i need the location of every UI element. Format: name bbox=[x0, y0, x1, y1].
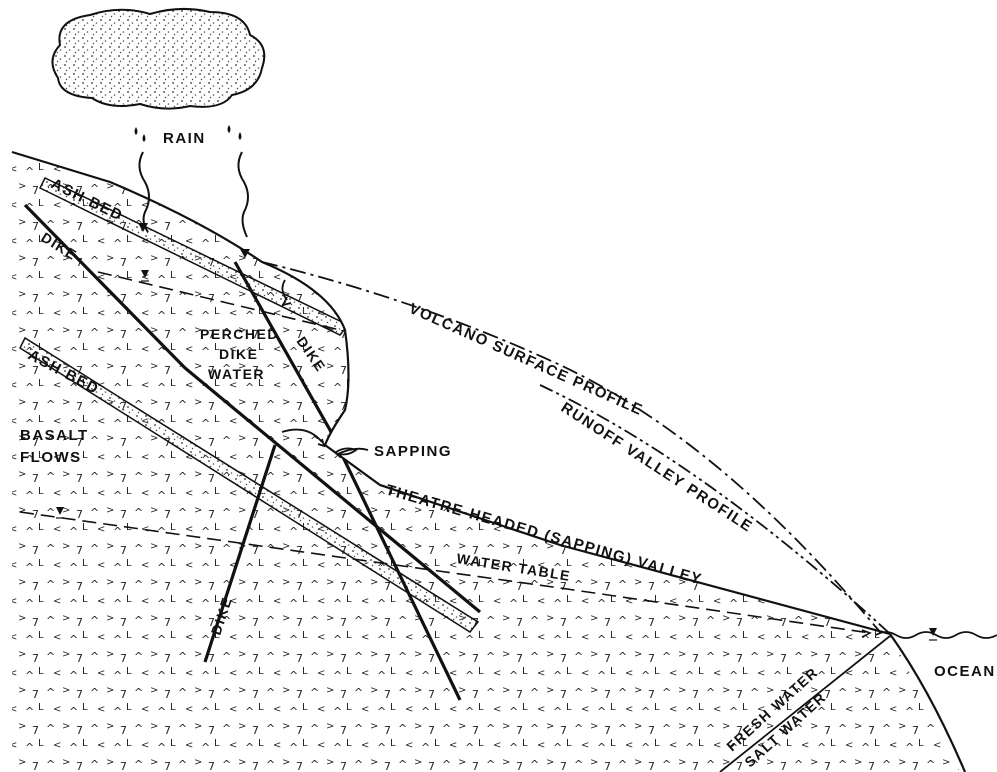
basalt-label-line1: BASALT bbox=[20, 427, 89, 444]
volcano-surface-profile-label: VOLCANO SURFACE PROFILE bbox=[406, 300, 645, 419]
basalt-label-line2: FLOWS bbox=[20, 449, 82, 466]
rain-label: RAIN bbox=[163, 130, 206, 147]
runoff-valley-profile-label: RUNOFF VALLEY PROFILE bbox=[558, 399, 756, 536]
sapping-label: SAPPING bbox=[374, 443, 452, 460]
ocean-label: OCEAN bbox=[934, 663, 996, 680]
rain-cloud bbox=[52, 9, 264, 109]
perched-label-line3: WATER bbox=[208, 366, 265, 382]
perched-label-line1: PERCHED bbox=[200, 326, 279, 342]
basalt-land-mass bbox=[12, 152, 960, 772]
perched-label-line2: DIKE bbox=[219, 346, 258, 362]
